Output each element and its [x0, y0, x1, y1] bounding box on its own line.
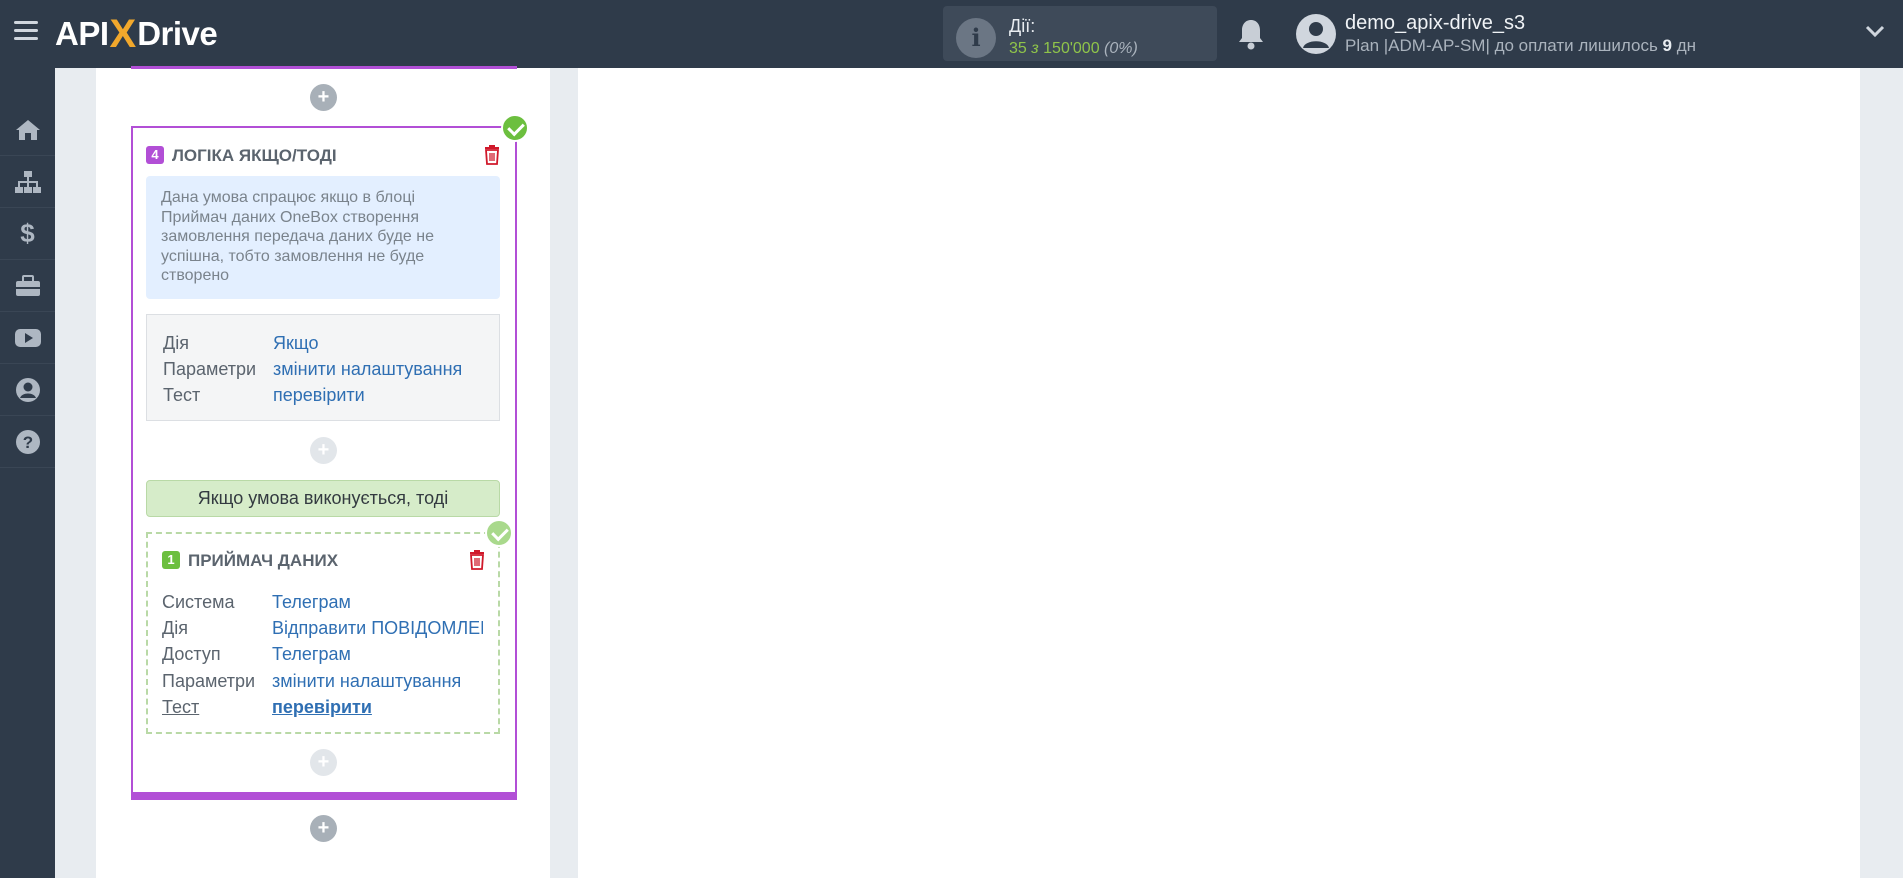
action-link[interactable]: Відправити ПОВІДОМЛЕННЯ: [272, 618, 483, 638]
change-settings-link[interactable]: змінити налаштування: [273, 359, 463, 379]
logic-block-title: ЛОГІКА ЯКЩО/ТОДІ: [172, 146, 337, 165]
user-icon: [15, 377, 40, 402]
step-number-badge: 4: [146, 146, 164, 164]
add-step-button[interactable]: +: [310, 437, 337, 464]
sidebar: $ ?: [0, 68, 55, 878]
chevron-down-icon[interactable]: [1865, 24, 1885, 38]
sidebar-item-video[interactable]: [0, 312, 55, 364]
user-avatar-icon: [1303, 22, 1329, 48]
user-plan: Plan |ADM-AP-SM| до оплати лишилось 9 дн: [1345, 36, 1697, 55]
test-link[interactable]: перевірити: [272, 697, 372, 717]
actions-counter: i Дії: 35 з 150'000 (0%): [943, 6, 1217, 61]
change-settings-link[interactable]: змінити налаштування: [272, 671, 462, 691]
user-name[interactable]: demo_apix-drive_s3: [1345, 12, 1526, 34]
receiver-block: [146, 532, 500, 734]
step-number-badge: 1: [162, 551, 180, 569]
test-link[interactable]: перевірити: [273, 385, 365, 405]
actions-count: 35 з 150'000 (0%): [1009, 40, 1138, 57]
add-step-button[interactable]: +: [310, 749, 337, 776]
settings-panel: [578, 68, 1860, 878]
logic-description: Дана умова спрацює якщо в блоці Приймач …: [146, 176, 500, 299]
bell-icon[interactable]: [1237, 18, 1265, 50]
sidebar-item-services[interactable]: [0, 260, 55, 312]
logic-params: Дія Якщо Параметри змінити налаштування …: [146, 314, 500, 421]
info-icon: i: [956, 18, 996, 58]
sidebar-item-help[interactable]: ?: [0, 416, 55, 468]
sidebar-item-connections[interactable]: [0, 156, 55, 208]
menu-icon[interactable]: [14, 21, 38, 43]
youtube-icon: [14, 328, 41, 347]
add-step-button[interactable]: +: [310, 815, 337, 842]
avatar[interactable]: [1296, 14, 1336, 54]
sitemap-icon: [14, 170, 41, 193]
check-icon: [485, 519, 513, 547]
receiver-block-title: ПРИЙМАЧ ДАНИХ: [188, 551, 339, 570]
briefcase-icon: [15, 274, 40, 296]
add-step-button[interactable]: +: [310, 84, 337, 111]
access-link[interactable]: Телеграм: [272, 644, 351, 664]
previous-block-border: [131, 66, 517, 69]
check-icon: [501, 114, 529, 142]
sidebar-item-profile[interactable]: [0, 364, 55, 416]
help-icon: ?: [15, 429, 40, 454]
trash-icon[interactable]: [484, 145, 500, 165]
trash-icon[interactable]: [469, 550, 485, 570]
sidebar-item-billing[interactable]: $: [0, 208, 55, 260]
system-link[interactable]: Телеграм: [272, 592, 351, 612]
dollar-icon: $: [20, 218, 35, 248]
home-icon: [15, 119, 40, 140]
sidebar-item-home[interactable]: [0, 104, 55, 156]
action-link[interactable]: Якщо: [273, 333, 319, 353]
condition-label: Якщо умова виконується, тоді: [146, 480, 500, 517]
svg-text:?: ?: [22, 433, 32, 452]
actions-title: Дії:: [1009, 16, 1036, 36]
